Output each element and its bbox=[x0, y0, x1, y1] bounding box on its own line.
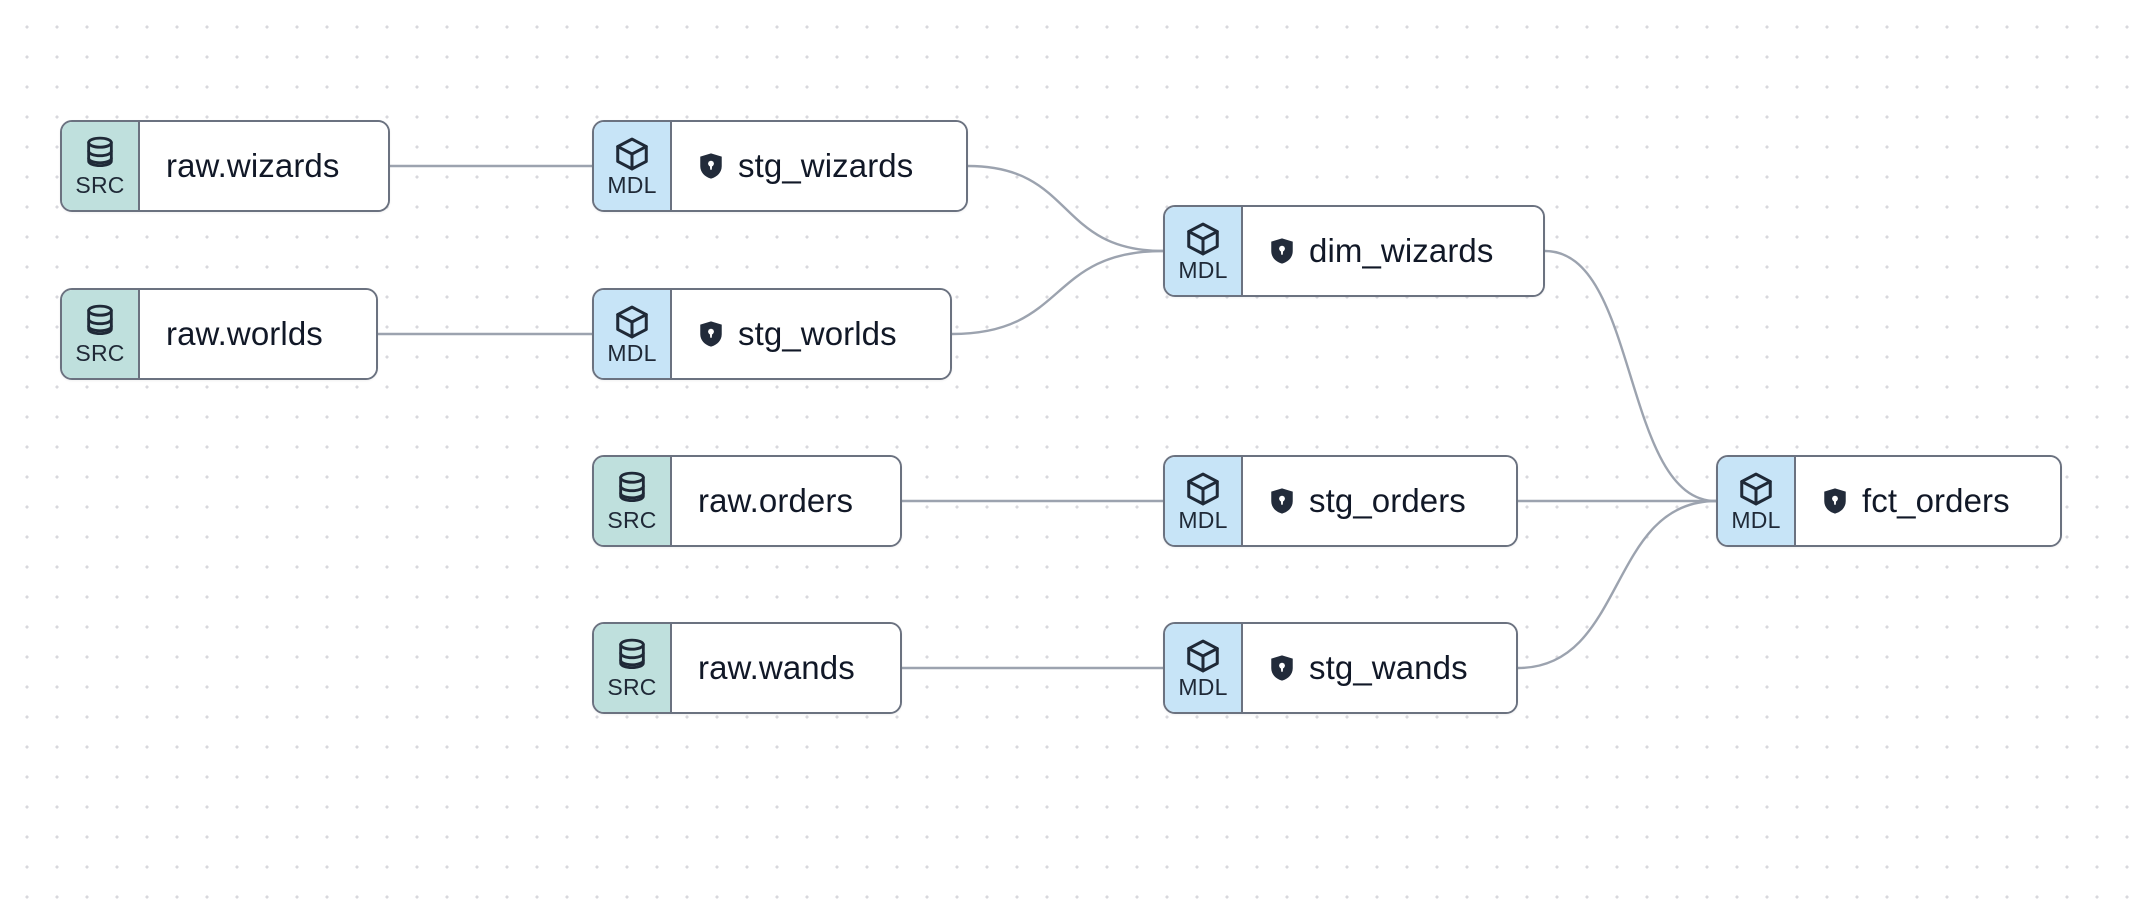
node-label-panel: raw.wizards bbox=[140, 122, 388, 210]
node-label-panel: dim_wizards bbox=[1243, 207, 1543, 295]
node-name-text: raw.wizards bbox=[166, 147, 340, 184]
lineage-node-stg_wizards[interactable]: MDL stg_wizards bbox=[592, 120, 968, 212]
node-type-label: SRC bbox=[607, 674, 657, 700]
cube-icon bbox=[613, 135, 651, 173]
node-type-badge-src: SRC bbox=[62, 122, 140, 210]
node-type-label: MDL bbox=[1178, 674, 1228, 700]
lineage-node-raw_wizards[interactable]: SRC raw.wizards bbox=[60, 120, 390, 212]
node-name-text: stg_worlds bbox=[738, 315, 897, 352]
shield-lock-icon bbox=[1269, 654, 1295, 682]
node-label-panel: raw.worlds bbox=[140, 290, 376, 378]
node-label-panel: stg_wizards bbox=[672, 122, 966, 210]
lineage-edge-stg_worlds-to-dim_wizards bbox=[951, 249, 1164, 336]
shield-lock-icon bbox=[698, 152, 724, 180]
cube-icon bbox=[1184, 220, 1222, 258]
database-icon bbox=[615, 470, 649, 508]
node-type-badge-src: SRC bbox=[594, 457, 672, 545]
node-type-label: SRC bbox=[607, 507, 657, 533]
node-type-badge-src: SRC bbox=[62, 290, 140, 378]
node-name-text: stg_orders bbox=[1309, 482, 1466, 519]
lineage-node-stg_worlds[interactable]: MDL stg_worlds bbox=[592, 288, 952, 380]
node-label-panel: raw.orders bbox=[672, 457, 900, 545]
node-type-label: SRC bbox=[75, 340, 125, 366]
node-label-panel: raw.wands bbox=[672, 624, 900, 712]
node-type-label: MDL bbox=[1178, 507, 1228, 533]
node-type-label: SRC bbox=[75, 172, 125, 198]
lineage-node-raw_wands[interactable]: SRC raw.wands bbox=[592, 622, 902, 714]
lineage-node-fct_orders[interactable]: MDL fct_orders bbox=[1716, 455, 2062, 547]
node-type-label: MDL bbox=[1178, 257, 1228, 283]
database-icon bbox=[83, 303, 117, 341]
lineage-edge-stg_wizards-to-dim_wizards bbox=[967, 164, 1164, 253]
cube-icon bbox=[613, 303, 651, 341]
database-icon bbox=[615, 637, 649, 675]
node-type-label: MDL bbox=[1731, 507, 1781, 533]
shield-lock-icon bbox=[698, 320, 724, 348]
shield-lock-icon bbox=[1269, 487, 1295, 515]
node-name-text: raw.orders bbox=[698, 482, 854, 519]
node-name-text: stg_wands bbox=[1309, 649, 1468, 686]
cube-icon bbox=[1737, 470, 1775, 508]
shield-lock-icon bbox=[1269, 237, 1295, 265]
node-type-badge-mdl: MDL bbox=[1718, 457, 1796, 545]
lineage-node-dim_wizards[interactable]: MDL dim_wizards bbox=[1163, 205, 1545, 297]
node-type-badge-mdl: MDL bbox=[1165, 457, 1243, 545]
cube-icon bbox=[1184, 637, 1222, 675]
node-type-badge-mdl: MDL bbox=[1165, 624, 1243, 712]
node-type-badge-mdl: MDL bbox=[1165, 207, 1243, 295]
lineage-edge-stg_wands-to-fct_orders bbox=[1517, 499, 1717, 670]
lineage-node-raw_worlds[interactable]: SRC raw.worlds bbox=[60, 288, 378, 380]
node-type-badge-mdl: MDL bbox=[594, 290, 672, 378]
lineage-node-stg_wands[interactable]: MDL stg_wands bbox=[1163, 622, 1518, 714]
database-icon bbox=[83, 135, 117, 173]
lineage-node-raw_orders[interactable]: SRC raw.orders bbox=[592, 455, 902, 547]
shield-lock-icon bbox=[1822, 487, 1848, 515]
lineage-node-stg_orders[interactable]: MDL stg_orders bbox=[1163, 455, 1518, 547]
node-name-text: dim_wizards bbox=[1309, 232, 1494, 269]
node-label-panel: stg_wands bbox=[1243, 624, 1516, 712]
node-label-panel: stg_orders bbox=[1243, 457, 1516, 545]
node-label-panel: stg_worlds bbox=[672, 290, 950, 378]
node-type-badge-src: SRC bbox=[594, 624, 672, 712]
node-type-label: MDL bbox=[607, 172, 657, 198]
node-name-text: fct_orders bbox=[1862, 482, 2010, 519]
node-type-label: MDL bbox=[607, 340, 657, 366]
node-name-text: raw.wands bbox=[698, 649, 855, 686]
lineage-edge-dim_wizards-to-fct_orders bbox=[1544, 249, 1717, 503]
node-label-panel: fct_orders bbox=[1796, 457, 2060, 545]
node-type-badge-mdl: MDL bbox=[594, 122, 672, 210]
node-name-text: stg_wizards bbox=[738, 147, 914, 184]
cube-icon bbox=[1184, 470, 1222, 508]
node-name-text: raw.worlds bbox=[166, 315, 323, 352]
